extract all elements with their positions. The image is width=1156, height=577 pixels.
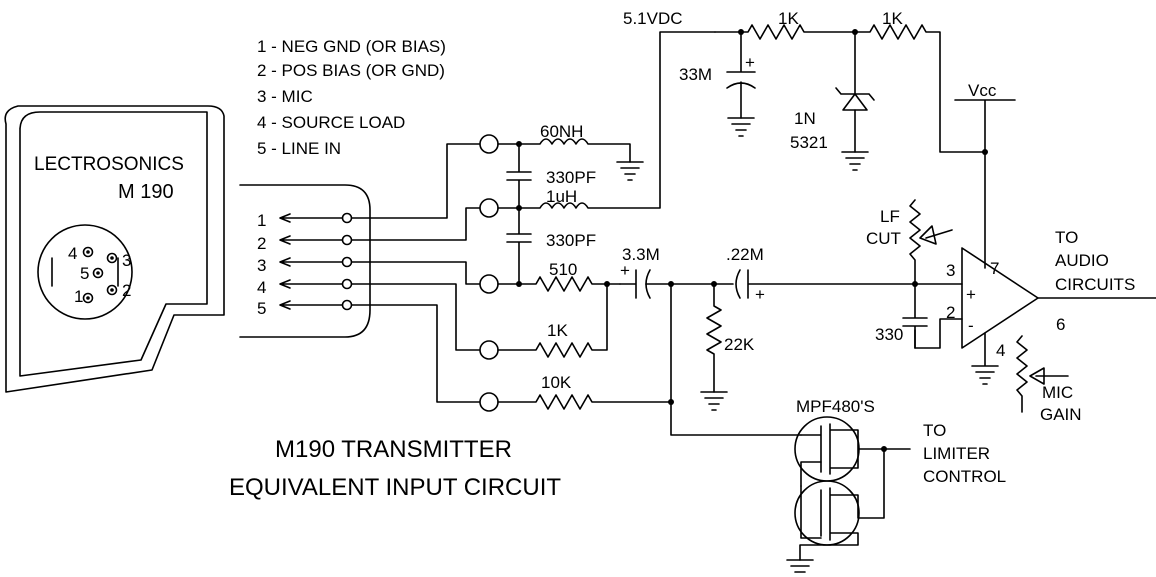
svg-text:2: 2 [122,281,131,300]
device-pin-3: 3 [106,251,131,270]
svg-text:CIRCUITS: CIRCUITS [1055,275,1135,294]
svg-text:4: 4 [996,341,1005,360]
legend-item: 1 - NEG GND (OR BIAS) [257,37,446,56]
svg-text:+: + [755,285,765,304]
svg-text:22K: 22K [724,335,755,354]
capacitor-330pf-a: 330PF [506,143,596,209]
svg-text:1K: 1K [547,321,568,340]
capacitor-330pf-b: 330PF [506,207,596,285]
svg-text:3: 3 [946,261,955,280]
svg-text:33M: 33M [679,65,712,84]
connector-pin-label: 3 [257,256,266,275]
svg-text:TO: TO [923,421,946,440]
legend-item: 5 - LINE IN [257,139,341,158]
legend-item: 3 - MIC [257,87,313,106]
device-connector [37,224,133,320]
wire-node [670,283,802,436]
device-pin-4: 4 [68,244,94,263]
svg-text:1N: 1N [794,109,816,128]
svg-text:+: + [620,261,630,280]
svg-text:1K: 1K [778,9,799,28]
vcc-rail: Vcc [954,81,1016,269]
device-brand: LECTROSONICS [34,154,184,175]
svg-text:3: 3 [122,251,131,270]
svg-text:60NH: 60NH [540,122,583,141]
lf-cut-pot: LF CUT [866,199,953,285]
svg-text:330: 330 [875,325,903,344]
pin-legend: 1 - NEG GND (OR BIAS) 2 - POS BIAS (OR G… [257,37,446,158]
output-label: TO AUDIO CIRCUITS [1055,228,1135,294]
svg-text:10K: 10K [541,373,572,392]
device-pin-2: 2 [106,281,131,300]
svg-text:-: - [968,316,974,335]
connector-pin-label: 1 [257,211,266,230]
svg-text:AUDIO: AUDIO [1055,251,1109,270]
inductor-60nh: 60NH [497,122,631,163]
device-pin-1: 1 [74,287,94,306]
inductor-1uh: 1uH [497,31,716,209]
device-pin-5: 5 [80,264,104,283]
capacitor-330: 330 [875,283,928,349]
legend-item: 4 - SOURCE LOAD [257,113,405,132]
svg-text:6: 6 [1056,315,1065,334]
svg-text:MIC: MIC [1042,383,1073,402]
jack-pin1 [479,134,499,154]
connector-pin-label: 4 [257,278,266,297]
jack-pin2 [479,198,499,218]
svg-text:1uH: 1uH [546,187,577,206]
capacitor-0-22m: + .22M [670,245,916,304]
svg-text:LIMITER: LIMITER [923,444,990,463]
cable-connector: 1 2 3 4 5 [239,184,371,338]
svg-text:7: 7 [990,259,999,278]
legend-item: 2 - POS BIAS (OR GND) [257,61,445,80]
svg-text:MPF480'S: MPF480'S [796,397,875,416]
svg-text:TO: TO [1055,228,1078,247]
svg-text:LF: LF [880,207,900,226]
svg-text:330PF: 330PF [546,231,596,250]
svg-text:2: 2 [946,303,955,322]
mic-gain-pot: MIC GAIN [1016,335,1082,424]
supply-rail: 5.1VDC 1K 1K [623,9,986,153]
svg-text:+: + [745,53,755,72]
jack-pin3 [479,274,499,294]
pin-jacks [479,134,499,412]
op-amp: + - 3 2 7 4 6 [914,247,1156,385]
jack-pin5 [479,392,499,412]
connector-pin-label: 2 [257,234,266,253]
svg-text:4: 4 [68,244,77,263]
connector-lines [279,212,353,311]
svg-text:330PF: 330PF [546,168,596,187]
jack-pin4 [479,340,499,360]
svg-text:5321: 5321 [790,133,828,152]
svg-text:Vcc: Vcc [968,81,997,100]
resistor-22k: 22K [700,283,755,411]
device-body: LECTROSONICS M 190 4 3 5 1 2 [4,105,225,393]
fet-pair: MPF480'S TO LIMITER CONTROL [786,397,1006,573]
svg-text:CUT: CUT [866,229,901,248]
input-wiring [351,143,481,403]
svg-text:510: 510 [549,260,577,279]
resistor-10k: 10K [497,373,672,410]
resistor-1k-pin4: 1K [497,283,608,358]
svg-text:5.1VDC: 5.1VDC [623,9,683,28]
svg-text:.22M: .22M [726,245,764,264]
resistor-510: 510 [497,260,621,292]
connector-pin-label: 5 [257,299,266,318]
device-model: M 190 [118,181,174,203]
svg-text:3.3M: 3.3M [622,245,660,264]
svg-text:5: 5 [80,264,89,283]
title-line-2: EQUIVALENT INPUT CIRCUIT [229,474,561,501]
svg-text:GAIN: GAIN [1040,405,1082,424]
ground-symbol [616,161,644,181]
svg-text:CONTROL: CONTROL [923,467,1006,486]
svg-text:1: 1 [74,287,83,306]
zener-diode: 1N 5321 [790,31,875,171]
title-line-1: M190 TRANSMITTER [275,436,512,463]
svg-text:+: + [966,285,976,304]
svg-text:1K: 1K [882,9,903,28]
capacitor-3-3m: + 3.3M [619,245,672,299]
capacitor-33m: + 33M [679,31,756,137]
